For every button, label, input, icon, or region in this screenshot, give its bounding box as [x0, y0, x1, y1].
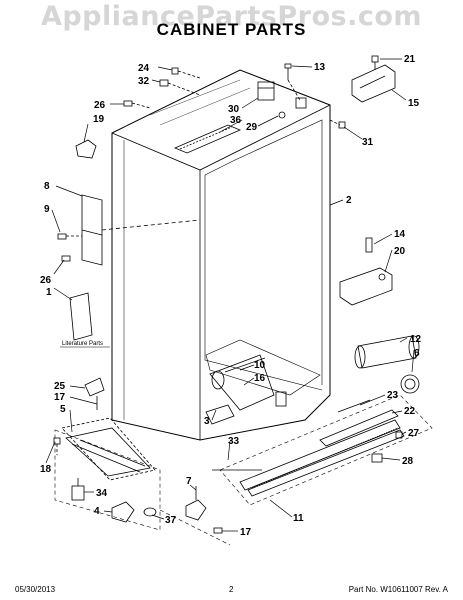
leader-lines: [45, 58, 415, 532]
part-19-clip: [75, 139, 97, 159]
part-20-hinge: [339, 267, 393, 306]
part-5-rail: [61, 417, 156, 481]
watermark: AppliancePartsPros.com: [40, 1, 423, 32]
callout-22: 22: [404, 406, 416, 417]
part-13-screw: [284, 63, 307, 109]
literature-parts-label: Literature Parts: [62, 341, 103, 347]
callout-3: 3: [204, 416, 210, 427]
callout-20: 20: [394, 246, 406, 257]
callout-9: 9: [44, 204, 50, 215]
part-15-hinge: [351, 55, 396, 103]
callout-6: 6: [414, 348, 420, 359]
callout-10: 10: [254, 360, 266, 371]
callout-labels: 24 32 26 19 8 9 26 1 Literature Parts 25…: [40, 54, 422, 538]
part-12-cylinder: [354, 335, 420, 369]
callout-18: 18: [40, 464, 52, 475]
part-3-bracket: [205, 404, 235, 425]
callout-11: 11: [293, 513, 304, 524]
part-1-literature: [60, 292, 110, 348]
callout-14: 14: [394, 229, 406, 240]
callout-16: 16: [254, 373, 266, 384]
part-22-grille: [319, 409, 399, 447]
callout-21: 21: [404, 54, 416, 65]
footer-date: 05/30/2013: [15, 585, 56, 594]
callout-33: 33: [228, 436, 240, 447]
part-17-screw: [213, 527, 223, 534]
callout-34: 34: [96, 488, 108, 499]
part-36-channel: [173, 124, 242, 154]
part-31-screw: [329, 119, 346, 129]
callout-19: 19: [93, 114, 105, 125]
callout-17: 17: [54, 392, 66, 403]
callout-36: 36: [230, 115, 242, 126]
callout-8: 8: [44, 181, 50, 192]
callout-5: 5: [60, 404, 66, 415]
callout-27: 27: [408, 428, 420, 439]
callout-31: 31: [362, 137, 374, 148]
part-26-screw: [61, 255, 71, 262]
part-18-screw: [53, 437, 61, 455]
part-14-pin: [365, 237, 373, 253]
part-6-knob: [400, 374, 420, 394]
callout-13: 13: [314, 62, 326, 73]
part-37-wheel: [143, 507, 157, 517]
callout-37: 37: [165, 515, 177, 526]
part-24-32-screws: [123, 67, 201, 109]
footer-page-number: 2: [229, 585, 234, 594]
callout-29: 29: [246, 122, 258, 133]
callout-28: 28: [402, 456, 414, 467]
callout-26: 26: [94, 100, 106, 111]
part-9-screw: [57, 233, 82, 240]
callout-24: 24: [138, 63, 150, 74]
callout-25: 25: [54, 381, 66, 392]
part-10-damper: [209, 354, 287, 411]
part-25-bracket: [84, 377, 105, 410]
part-7-roller: [185, 486, 207, 521]
part-23-screw: [337, 399, 371, 413]
part-28-clip: [371, 453, 383, 463]
callout-4: 4: [94, 506, 100, 517]
callout-15: 15: [408, 98, 420, 109]
cabinet-body: [111, 69, 331, 441]
callout-26: 26: [40, 275, 52, 286]
callout-30: 30: [228, 104, 240, 115]
part-30-bracket: [257, 81, 286, 119]
part-8-bracket: [81, 194, 201, 266]
callout-17: 17: [240, 527, 252, 538]
footer-part-number: Part No. W10611007 Rev. A: [348, 585, 448, 594]
lower-assembly-outline: [54, 394, 433, 546]
callout-23: 23: [387, 390, 399, 401]
callout-2: 2: [346, 195, 352, 206]
page-title: CABINET PARTS: [156, 20, 307, 39]
part-34-leveler: [71, 478, 85, 501]
callout-32: 32: [138, 76, 150, 87]
part-11-toe-grille: [239, 419, 405, 497]
part-4-roller: [111, 501, 135, 523]
callout-7: 7: [186, 476, 192, 487]
callout-1: 1: [46, 287, 52, 298]
callout-12: 12: [410, 334, 422, 345]
part-27-screw: [395, 431, 403, 439]
